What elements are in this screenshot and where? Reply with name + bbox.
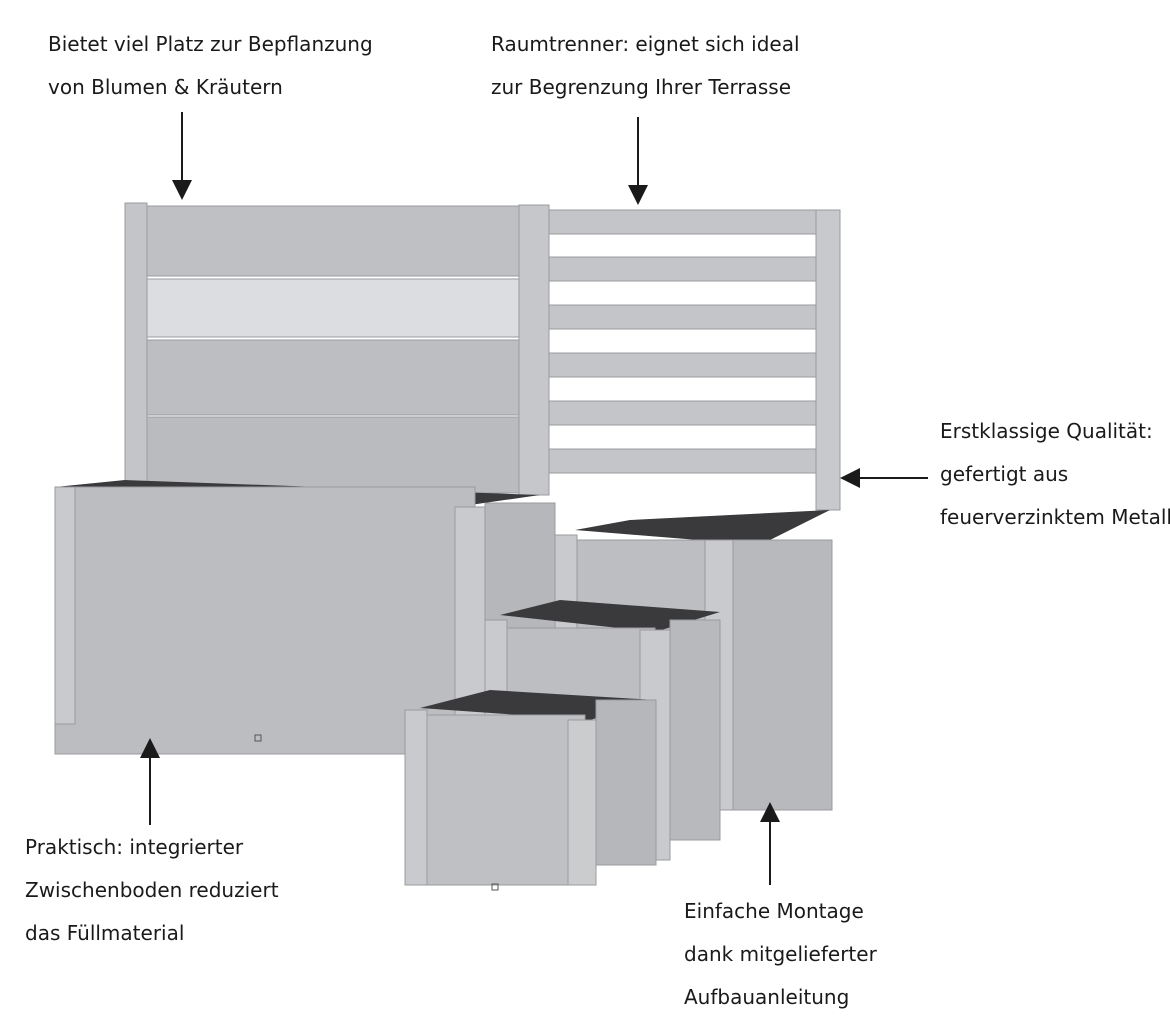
callout-text: dank mitgelieferter (684, 942, 877, 966)
callout-text: Zwischenboden reduziert (25, 878, 279, 902)
front-tier-bed (404, 690, 657, 891)
callout-right: Erstklassige Qualität: gefertigt aus feu… (940, 410, 1170, 539)
callout-bottom-left: Praktisch: integrierter Zwischenboden re… (25, 826, 279, 955)
privacy-screen-slats (548, 209, 841, 511)
callout-text: Praktisch: integrierter (25, 835, 244, 859)
callout-arrows (140, 112, 928, 885)
callout-text: Aufbauanleitung (684, 985, 850, 1009)
callout-text: zur Begrenzung Ihrer Terrasse (491, 75, 791, 99)
privacy-screen-solid (124, 202, 550, 496)
callout-text: Bietet viel Platz zur Bepflanzung (48, 32, 373, 56)
callout-top-right: Raumtrenner: eignet sich ideal zur Begre… (491, 23, 800, 109)
callout-text: feuerverzinktem Metall (940, 505, 1170, 529)
callout-text: Raumtrenner: eignet sich ideal (491, 32, 800, 56)
callout-text: das Füllmaterial (25, 921, 185, 945)
glass-panel (146, 278, 520, 338)
callout-bottom-right: Einfache Montage dank mitgelieferter Auf… (684, 890, 877, 1019)
callout-text: gefertigt aus (940, 462, 1069, 486)
callout-text: Einfache Montage (684, 899, 864, 923)
callout-text: von Blumen & Kräutern (48, 75, 283, 99)
callout-top-left: Bietet viel Platz zur Bepflanzung von Bl… (48, 23, 373, 109)
callout-text: Erstklassige Qualität: (940, 419, 1153, 443)
